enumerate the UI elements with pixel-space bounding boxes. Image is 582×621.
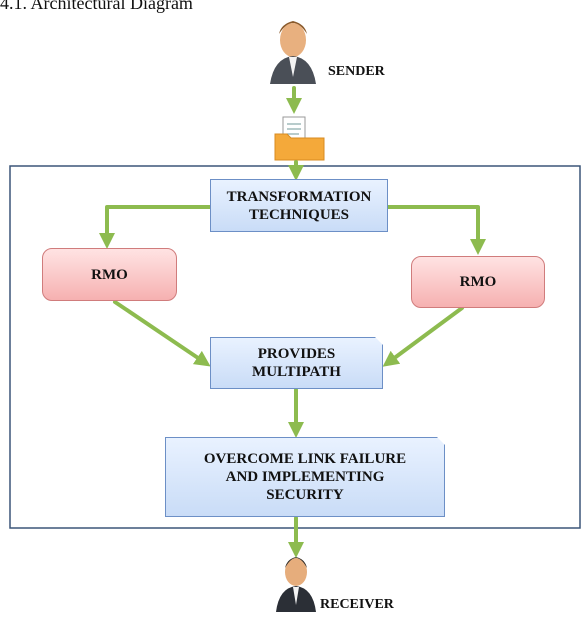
arrow-rmo-left-to-multipath — [113, 300, 211, 367]
receiver-label: RECEIVER — [320, 597, 394, 612]
receiver-person-icon — [276, 557, 316, 612]
sender-label: SENDER — [328, 64, 385, 79]
rmo-right-box: RMO — [411, 256, 545, 308]
document-folder-icon — [274, 116, 325, 161]
arrow-transformation-to-rmo-left — [99, 205, 214, 249]
transformation-techniques-box: TRANSFORMATION TECHNIQUES — [210, 179, 388, 232]
overcome-link-failure-box: OVERCOME LINK FAILURE AND IMPLEMENTING S… — [165, 437, 445, 517]
sender-person-icon — [270, 21, 316, 84]
arrow-rmo-right-to-multipath — [382, 306, 464, 367]
rmo-left-box: RMO — [42, 248, 177, 301]
arrow-transformation-to-rmo-right — [383, 205, 486, 255]
provides-multipath-box: PROVIDES MULTIPATH — [210, 337, 383, 389]
page-heading: 4.1. Architectural Diagram — [0, 0, 193, 13]
